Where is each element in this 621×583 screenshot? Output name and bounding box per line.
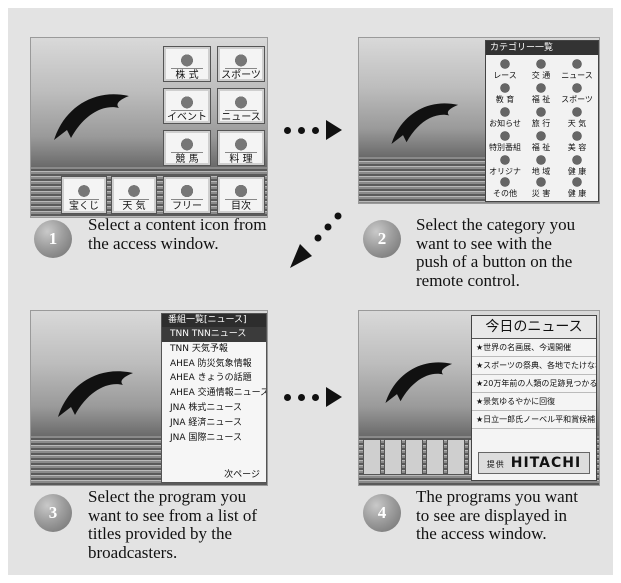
program-row[interactable]: AHEA きょうの話題 [170,373,252,384]
arrow-right-2 [284,387,342,407]
arrow-head-icon [326,120,342,140]
category-item[interactable]: 地 域 [524,153,558,180]
category-item[interactable]: ニュース [560,57,594,84]
category-item[interactable]: 災 害 [524,175,558,201]
program-row[interactable]: TNN TNNニュース [162,327,266,342]
free-icon-tile[interactable]: フリー [163,176,211,214]
news-item[interactable]: ★スポーツの祭典、各地でたけなわ [472,357,596,375]
category-item[interactable]: 福 祉 [524,129,558,156]
category-list-panel: カテゴリー一覧 レース 交 通 ニュース 教 育 福 祉 スポーツ お知らせ 旅… [485,40,599,202]
category-item[interactable]: 交 通 [524,57,558,84]
category-item[interactable]: 特別番組 [488,129,522,156]
step-2-caption: Select the category you want to see with… [416,215,576,290]
arrow-down-left [290,212,342,268]
tv-screen-program-list: 番組一覧[ニュース] TNN TNNニュース TNN 天気予報 AHEA 防災気… [30,310,268,486]
news-item[interactable]: ★景気ゆるやかに回復 [472,393,596,411]
tv-screen-content-icons: 株 式 スポーツ イベント ニュース 競 馬 料 理 宝くじ 天 気 フリー 目… [30,37,268,218]
step-4-caption: The programs you want to see are display… [416,487,578,543]
category-panel-header: カテゴリー一覧 [486,41,598,55]
news-title: 今日のニュース [472,316,596,339]
news-panel: 今日のニュース ★世界の名画展、今週開催 ★スポーツの祭典、各地でたけなわ ★2… [471,315,597,481]
category-item[interactable]: 福 祉 [524,81,558,108]
event-icon-tile[interactable]: イベント [163,88,211,124]
lottery-icon-tile[interactable]: 宝くじ [61,176,107,214]
instruction-panel: 株 式 スポーツ イベント ニュース 競 馬 料 理 宝くじ 天 気 フリー 目… [8,8,613,575]
category-item[interactable]: その他 [488,175,522,201]
arrow-right-1 [284,120,342,140]
sports-icon-tile[interactable]: スポーツ [217,46,265,82]
category-item[interactable]: 健 康 [560,175,594,201]
index-icon-tile[interactable]: 目次 [217,176,265,214]
program-row[interactable]: JNA 経済ニュース [170,417,242,428]
category-item[interactable]: 健 康 [560,153,594,180]
program-list-panel: 番組一覧[ニュース] TNN TNNニュース TNN 天気予報 AHEA 防災気… [161,313,267,483]
program-row[interactable]: JNA 国際ニュース [170,432,242,443]
step-badge-2: 2 [363,220,401,258]
step-badge-3: 3 [34,494,72,532]
category-item[interactable]: 教 育 [488,81,522,108]
category-item[interactable]: スポーツ [560,81,594,108]
program-row[interactable]: JNA 株式ニュース [170,402,242,413]
dolphin-icon [54,94,129,140]
cooking-icon-tile[interactable]: 料 理 [217,130,265,166]
tv-screen-news-display: 今日のニュース ★世界の名画展、今週開催 ★スポーツの祭典、各地でたけなわ ★2… [358,310,600,486]
news-item[interactable]: ★世界の名画展、今週開催 [472,339,596,357]
next-page-link[interactable]: 次ページ [224,470,260,480]
news-item[interactable]: ★日立一郎氏ノーベル平和賞候補に [472,411,596,429]
tv-screen-categories: カテゴリー一覧 レース 交 通 ニュース 教 育 福 祉 スポーツ お知らせ 旅… [358,37,600,204]
step-badge-4: 4 [363,494,401,532]
dolphin-icon [385,362,453,403]
horse-racing-icon-tile[interactable]: 競 馬 [163,130,211,166]
program-row[interactable]: AHEA 防災気象情報 [170,358,252,369]
step-3-caption: Select the program you want to see from … [88,487,258,562]
program-row[interactable]: TNN 天気予報 [170,343,228,354]
content-icon-strip [363,439,486,475]
category-item[interactable]: レース [488,57,522,84]
dolphin-icon [58,371,133,417]
stock-icon-tile[interactable]: 株 式 [163,46,211,82]
category-item[interactable]: 旅 行 [524,105,558,132]
dolphin-icon [391,103,459,144]
news-icon-tile[interactable]: ニュース [217,88,265,124]
category-item[interactable]: お知らせ [488,105,522,132]
category-item[interactable]: 美 容 [560,129,594,156]
step-1-caption: Select a content icon from the access wi… [88,215,267,253]
step-badge-1: 1 [34,220,72,258]
program-list-header: 番組一覧[ニュース] [162,314,266,327]
category-item[interactable]: 天 気 [560,105,594,132]
arrow-head-icon [326,387,342,407]
weather-icon-tile[interactable]: 天 気 [111,176,157,214]
program-row[interactable]: AHEA 交通情報ニュース [170,388,267,399]
news-item[interactable]: ★20万年前の人類の足跡見つかる [472,375,596,393]
